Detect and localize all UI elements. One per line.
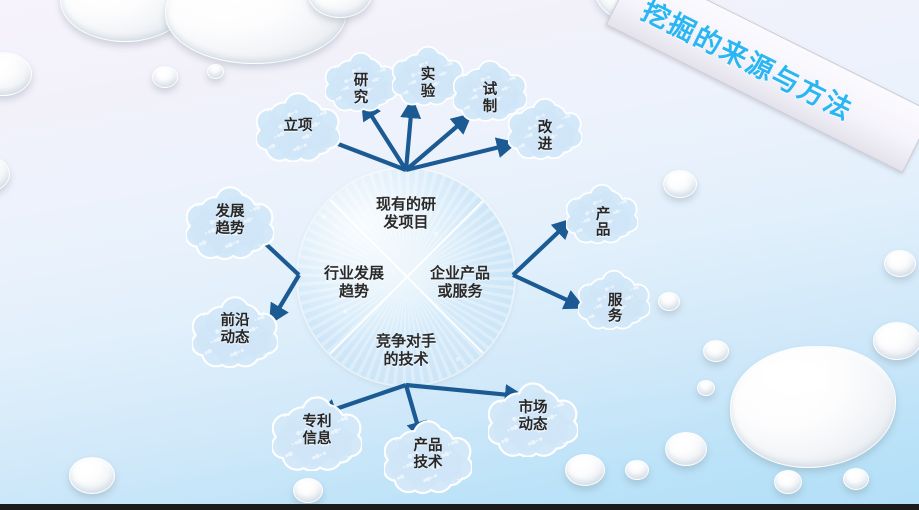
background-droplet	[207, 64, 224, 79]
cloud-label: 产品	[593, 205, 611, 237]
cloud-shape	[272, 396, 362, 472]
cloud-node-yanjiu[interactable]: 研 究	[325, 50, 397, 128]
cloud-node-chanpin[interactable]: 产品	[566, 182, 638, 260]
slide-title-ribbon: 挖掘的来源与方法	[605, 0, 919, 173]
center-circle[interactable]: 现有的研 发项目 行业发展 趋势 企业产品 或服务 竞争对手 的技术	[298, 169, 514, 385]
cloud-node-zhuanlixinxi[interactable]: 专利 信息	[272, 394, 362, 472]
background-droplet	[665, 432, 707, 466]
cloud-label: 改 进	[537, 118, 553, 153]
cloud-label: 专利 信息	[302, 412, 332, 447]
cloud-node-shiyan[interactable]: 实 验	[392, 44, 464, 122]
cloud-shape	[392, 45, 464, 106]
cloud-node-fazhanqushi[interactable]: 发展 趋势	[186, 184, 274, 260]
cloud-node-shichangdongtai[interactable]: 市场 动态	[488, 380, 578, 458]
background-droplet	[663, 170, 697, 198]
background-droplet	[884, 250, 916, 277]
cloud-shape	[186, 186, 274, 260]
background-droplet	[0, 52, 32, 96]
cloud-shape	[566, 183, 638, 244]
quadrant-label-left: 行业发展 趋势	[323, 264, 384, 301]
background-droplet	[697, 380, 715, 396]
background-droplet	[843, 468, 869, 490]
background-droplet	[565, 454, 605, 486]
arrow-to-gaijin	[405, 137, 518, 173]
bottom-strip	[0, 504, 919, 510]
background-droplet	[625, 460, 649, 480]
background-droplet	[293, 478, 323, 503]
cloud-label: 研 究	[353, 71, 369, 106]
arrow-to-fuwu	[512, 273, 586, 310]
cloud-node-fuwu[interactable]: 服务	[578, 268, 650, 346]
quadrant-label-right: 企业产品 或服务	[429, 264, 490, 301]
background-droplet	[658, 292, 680, 311]
background-droplet	[730, 346, 896, 468]
cloud-label: 发展 趋势	[215, 202, 245, 237]
cloud-label: 产品 技术	[413, 436, 443, 471]
background-droplet	[69, 457, 115, 494]
cloud-node-chanpinjishu[interactable]: 产品 技术	[384, 418, 472, 494]
background-droplet	[152, 66, 178, 88]
cloud-label: 市场 动态	[518, 398, 548, 433]
quadrant-label-top: 现有的研 发项目	[375, 195, 436, 232]
cloud-label: 立项	[283, 117, 313, 135]
cloud-label: 试 制	[482, 80, 498, 115]
cloud-node-qianyandongtai[interactable]: 前沿 动态	[192, 294, 278, 368]
cloud-label: 前沿 动态	[220, 311, 250, 346]
background-droplet	[774, 470, 802, 494]
cloud-shape	[192, 296, 278, 368]
cloud-label: 服务	[605, 291, 623, 323]
arrow-to-chanpin	[511, 217, 574, 277]
background-droplet	[703, 340, 729, 362]
background-droplet	[0, 156, 10, 192]
cloud-label: 实 验	[420, 65, 436, 100]
cloud-shape	[508, 97, 582, 160]
quadrant-label-bottom: 竞争对手 的技术	[375, 332, 436, 369]
background-droplet	[873, 322, 919, 360]
page-title: 挖掘的来源与方法	[636, 0, 859, 127]
cloud-shape	[384, 420, 472, 494]
cloud-node-gaijin[interactable]: 改 进	[508, 96, 582, 176]
